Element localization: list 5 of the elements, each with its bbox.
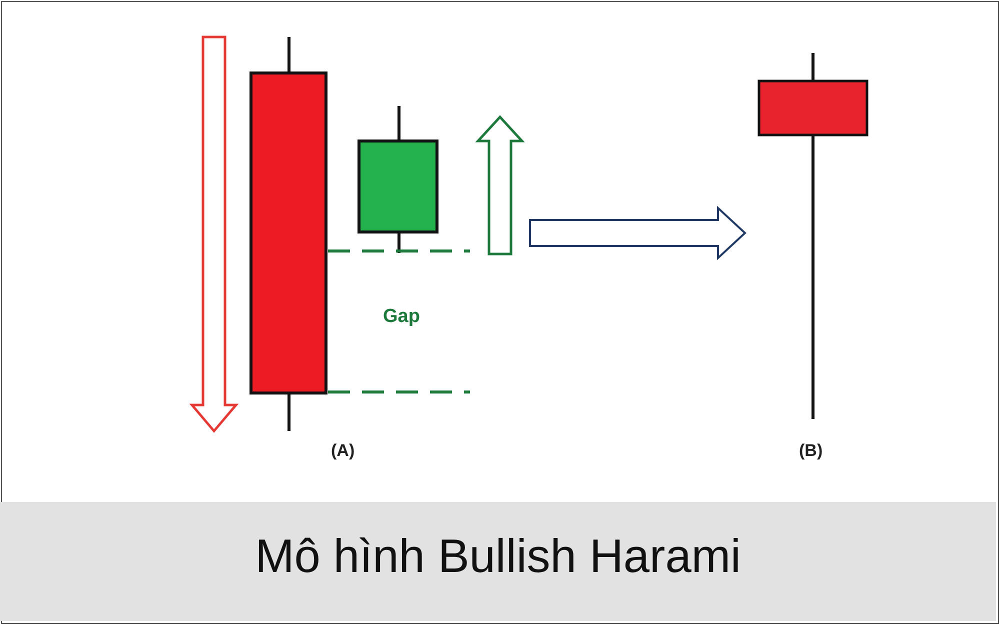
panel-label: (B) (799, 441, 823, 461)
gap-label: Gap (383, 306, 420, 328)
caption: Mô hình Bullish Harami (254, 528, 742, 583)
panel-label: (A) (331, 441, 355, 461)
block-arrow (529, 206, 746, 260)
